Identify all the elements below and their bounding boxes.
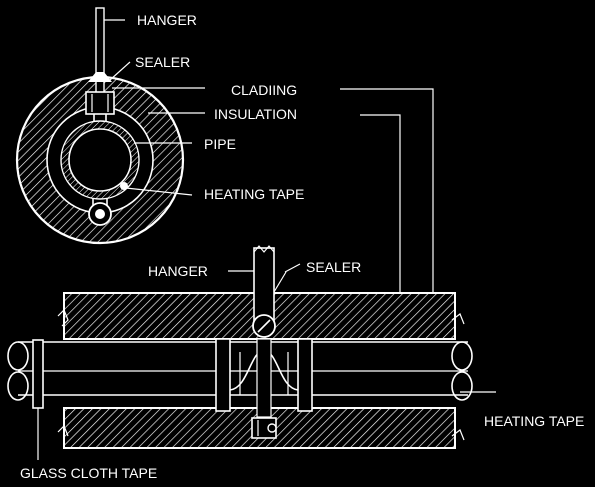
cross-section-pipe — [68, 128, 132, 192]
cross-section-hanger-rod — [95, 7, 105, 99]
side-glass-cloth-tape — [32, 339, 44, 409]
side-view — [7, 245, 473, 449]
side-clamp-right — [297, 338, 313, 412]
cross-section-clamp-top — [85, 91, 115, 115]
label-insulation: INSULATION — [214, 106, 297, 122]
side-hanger-rod — [253, 247, 275, 325]
label-heating-tape-bottom: HEATING TAPE — [484, 413, 584, 429]
cross-section-heating-tape — [120, 182, 128, 190]
label-sealer-bottom: SEALER — [306, 259, 361, 275]
label-pipe: PIPE — [204, 136, 236, 152]
label-hanger-bottom: HANGER — [148, 263, 208, 279]
top-leader-lines — [104, 19, 434, 320]
label-cladding: CLADIING — [231, 82, 297, 98]
label-sealer-top: SEALER — [135, 54, 190, 70]
cross-section-sealer — [88, 72, 112, 82]
side-clamp-left — [215, 338, 231, 412]
cross-section-view — [15, 7, 185, 245]
label-hanger-top: HANGER — [137, 12, 197, 28]
label-heating-tape-top: HEATING TAPE — [204, 186, 304, 202]
side-pipe — [18, 342, 468, 402]
bottom-leader-lines — [37, 263, 496, 460]
label-glass-cloth-tape: GLASS CLOTH TAPE — [20, 465, 157, 481]
